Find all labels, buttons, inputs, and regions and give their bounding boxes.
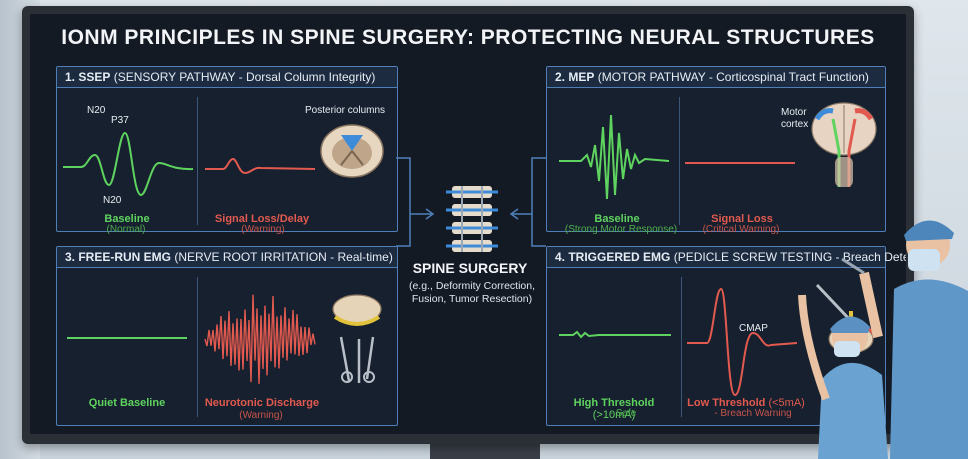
mep-baseline-subtext: (Strong Motor Response) <box>564 224 678 235</box>
temg-panel-header: 4. TRIGGERED EMG (PEDICLE SCREW TESTING … <box>547 247 906 268</box>
spinal-cord-cross-section-icon <box>320 124 384 178</box>
ssep-loss-subtext: (Warning) <box>241 224 285 235</box>
temg-high-threshold-value: (>10mA) <box>592 409 636 421</box>
ssep-loss-waveform <box>205 157 316 175</box>
ssep-number: 1. SSEP <box>65 70 111 84</box>
mep-anatomy-label-2: cortex <box>781 119 809 130</box>
temg-high-label: High Threshold (>10mA) <box>551 397 677 421</box>
temg-low-threshold-value: (<5mA) <box>768 397 805 409</box>
mep-loss-waveform <box>685 162 795 164</box>
brain-motor-cortex-icon <box>811 102 877 187</box>
monitor-stand <box>430 444 540 459</box>
ssep-peak-n20-top: N20 <box>87 105 106 116</box>
ssep-baseline-waveform <box>63 131 194 197</box>
mep-panel-header: 2. MEP (MOTOR PATHWAY - Corticospinal Tr… <box>547 67 885 88</box>
surgeons-illustration <box>798 220 968 459</box>
ssep-subtitle: (SENSORY PATHWAY - Dorsal Column Integri… <box>113 70 376 84</box>
temg-cmap-label: CMAP <box>739 323 768 334</box>
mep-subtitle: (MOTOR PATHWAY - Corticospinal Tract Fun… <box>597 70 869 84</box>
emg-number: 3. FREE-RUN EMG <box>65 250 172 264</box>
vertebra-nerve-root-icon <box>332 294 382 383</box>
temg-high-subtext: - Safe <box>609 408 637 419</box>
mep-number: 2. MEP <box>555 70 595 84</box>
emg-subtitle: (NERVE ROOT IRRITATION - Real-time) <box>174 250 393 264</box>
emg-divider <box>197 277 198 417</box>
center-subtitle: (e.g., Deformity Correction, Fusion, Tum… <box>402 280 542 306</box>
temg-subtitle: (PEDICLE SCREW TESTING - Breach Detectio… <box>673 250 906 264</box>
page-title: IONM PRINCIPLES IN SPINE SURGERY: PROTEC… <box>61 26 875 49</box>
ssep-baseline-subtext: (Normal) <box>106 224 146 235</box>
emg-discharge-label: Neurotonic Discharge <box>204 397 320 409</box>
monitor-screen: IONM PRINCIPLES IN SPINE SURGERY: PROTEC… <box>30 14 906 434</box>
mep-divider <box>679 97 680 225</box>
temg-high-threshold-waveform <box>559 330 671 339</box>
ssep-anatomy-label: Posterior columns <box>305 105 386 116</box>
temg-high-threshold-text: High Threshold <box>573 397 655 409</box>
center-subtitle-line-1: (e.g., Deformity Correction, <box>408 280 536 292</box>
ssep-panel-header: 1. SSEP (SENSORY PATHWAY - Dorsal Column… <box>57 67 397 88</box>
ssep-divider <box>197 97 198 225</box>
center-subtitle-line-2: Fusion, Tumor Resection) <box>411 293 533 305</box>
temg-low-label: Low Threshold (<5mA) <box>683 397 809 409</box>
temg-cmap-waveform <box>687 287 798 397</box>
temg-low-subtext: - Breach Warning <box>714 408 792 419</box>
ssep-baseline-label: Baseline <box>104 213 150 225</box>
emg-panel: 3. FREE-RUN EMG (NERVE ROOT IRRITATION -… <box>56 246 398 426</box>
ssep-peak-p37: P37 <box>111 115 129 126</box>
mep-baseline-waveform <box>559 114 670 200</box>
emg-discharge-subtext: (Warning) <box>239 410 283 421</box>
emg-quiet-label: Quiet Baseline <box>88 397 166 409</box>
emg-panel-header: 3. FREE-RUN EMG (NERVE ROOT IRRITATION -… <box>57 247 397 268</box>
center-title: SPINE SURGERY <box>412 260 528 276</box>
mep-panel: 2. MEP (MOTOR PATHWAY - Corticospinal Tr… <box>546 66 886 232</box>
ssep-panel: 1. SSEP (SENSORY PATHWAY - Dorsal Column… <box>56 66 398 232</box>
spine-screws-icon <box>446 186 498 252</box>
mep-anatomy-label-1: Motor <box>781 107 807 118</box>
temg-low-threshold-text: Low Threshold <box>687 397 766 409</box>
monitor: IONM PRINCIPLES IN SPINE SURGERY: PROTEC… <box>22 6 914 444</box>
emg-quiet-waveform <box>67 337 187 339</box>
temg-number: 4. TRIGGERED EMG <box>555 250 671 264</box>
temg-divider <box>681 277 682 417</box>
mep-loss-label: Signal Loss <box>711 213 773 225</box>
ssep-peak-n20-bottom: N20 <box>103 195 122 206</box>
ssep-loss-label: Signal Loss/Delay <box>214 213 310 225</box>
emg-discharge-waveform <box>204 294 316 384</box>
mep-baseline-label: Baseline <box>594 213 640 225</box>
mep-loss-subtext: (Critical Warning) <box>702 224 780 235</box>
